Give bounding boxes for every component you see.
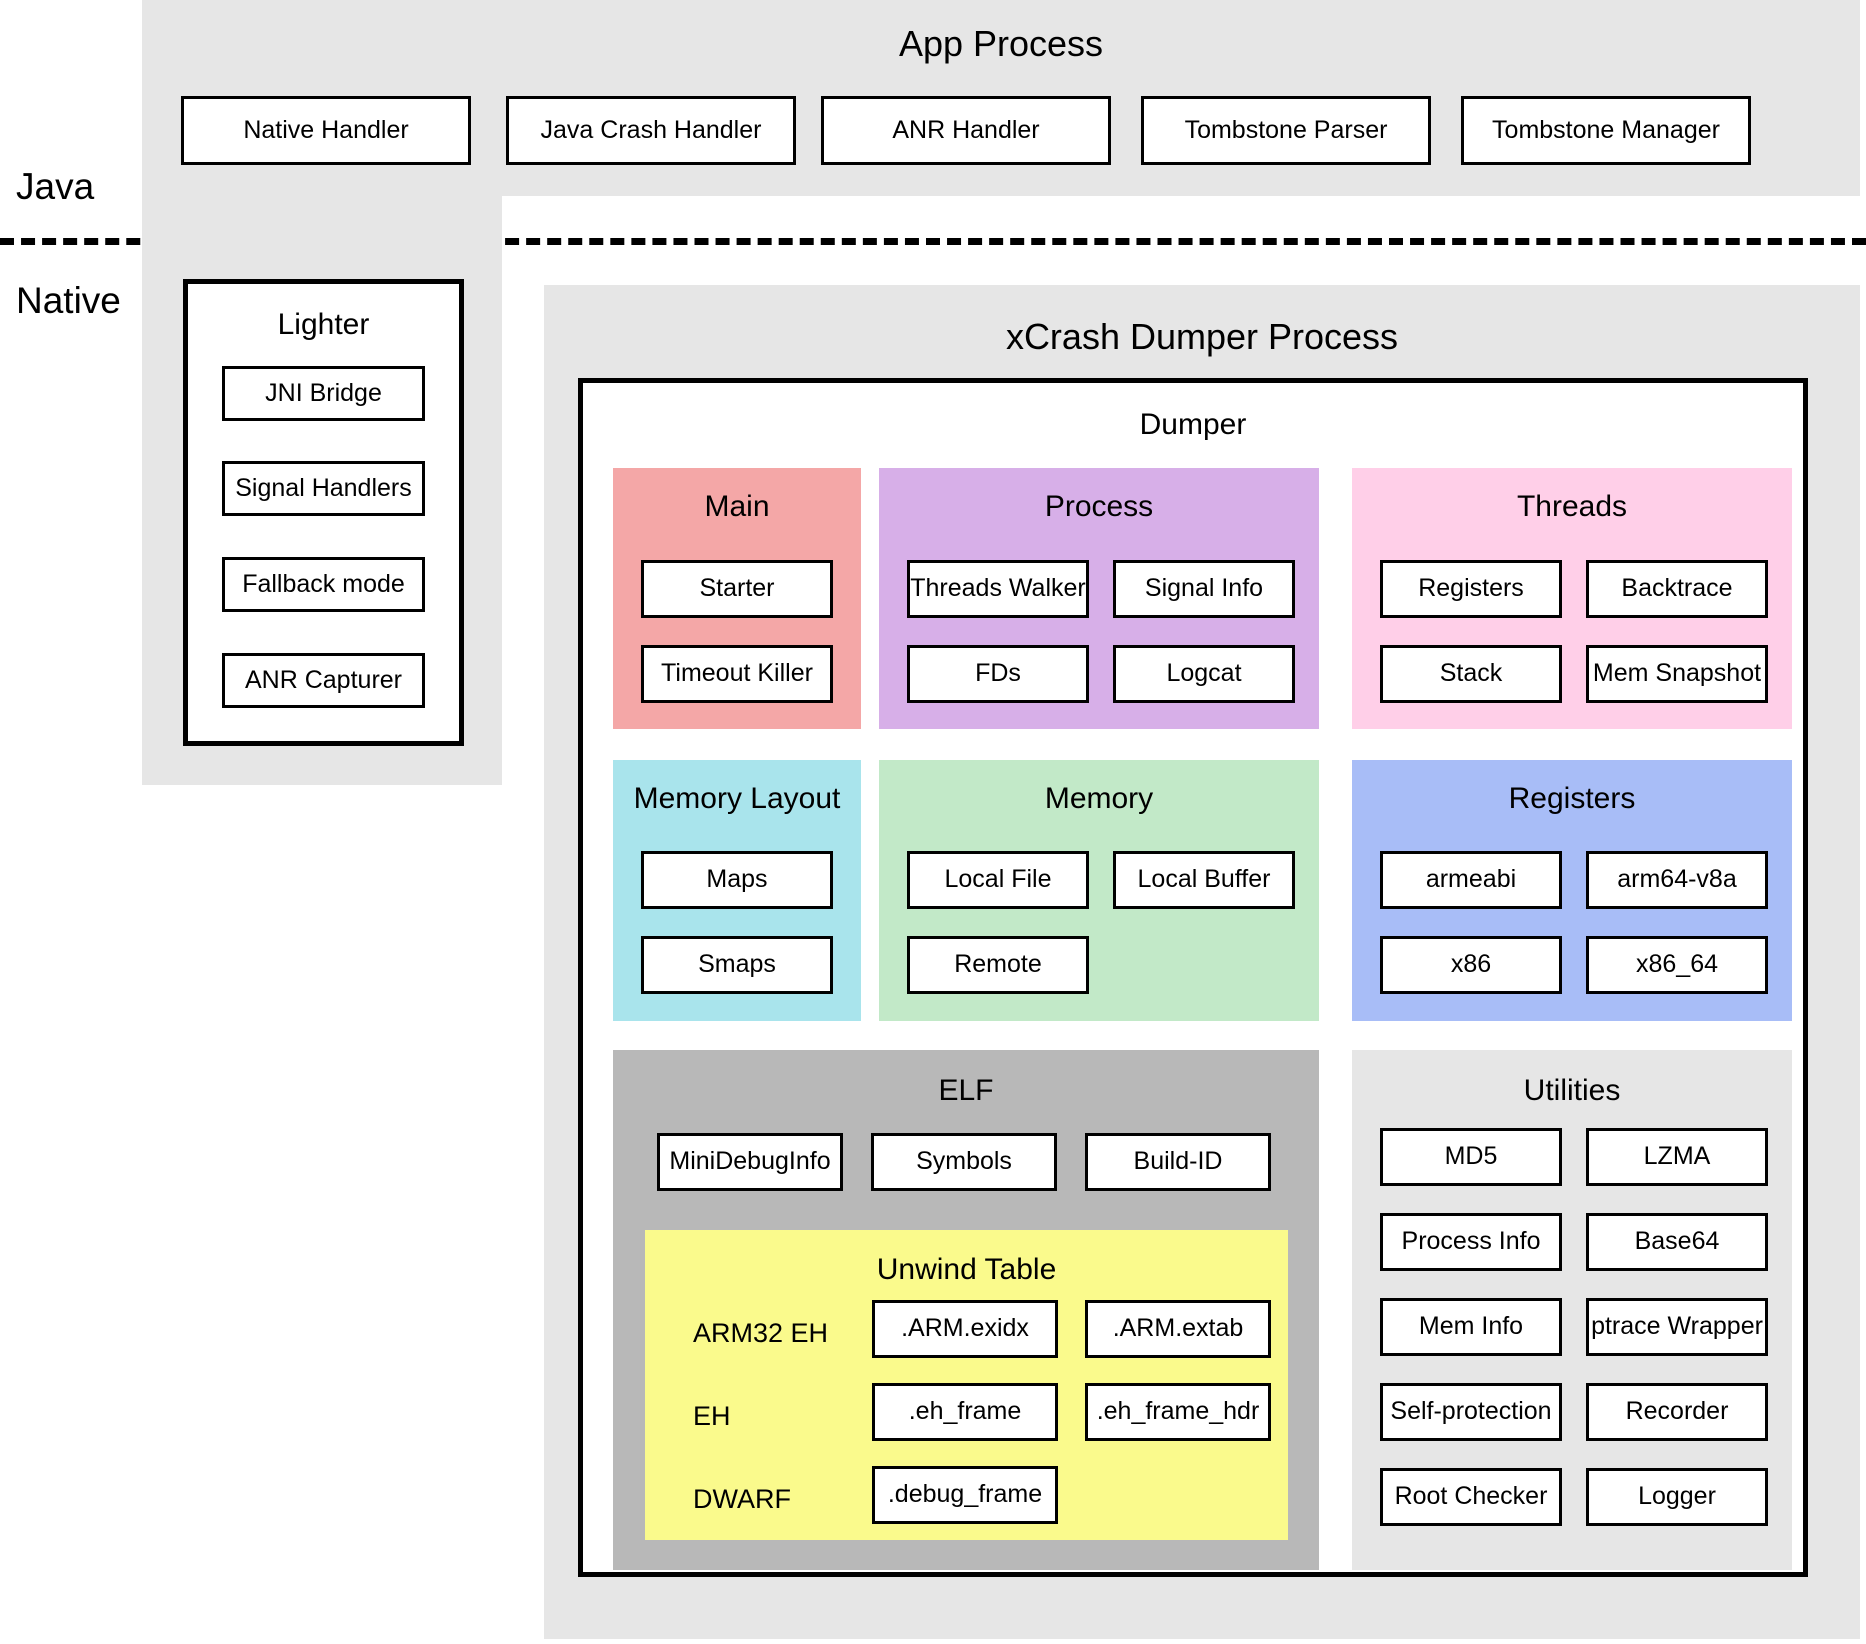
node-arm-extab[interactable]: .ARM.extab [1085, 1300, 1271, 1358]
node-signal-info[interactable]: Signal Info [1113, 560, 1295, 618]
node-build-id[interactable]: Build-ID [1085, 1133, 1271, 1191]
unwind-row-label-arm32-eh: ARM32 EH [693, 1318, 829, 1348]
node-smaps[interactable]: Smaps [641, 936, 833, 994]
node-starter[interactable]: Starter [641, 560, 833, 618]
node-arm64-v8a[interactable]: arm64-v8a [1586, 851, 1768, 909]
node-md5[interactable]: MD5 [1380, 1128, 1562, 1186]
group-threads-title: Threads [1516, 490, 1628, 523]
node-timeout-killer[interactable]: Timeout Killer [641, 645, 833, 703]
node-eh-frame-hdr[interactable]: .eh_frame_hdr [1085, 1383, 1271, 1441]
node-symbols[interactable]: Symbols [871, 1133, 1057, 1191]
node-root-checker[interactable]: Root Checker [1380, 1468, 1562, 1526]
unwind-row-label-dwarf: DWARF [693, 1484, 791, 1514]
node-fds[interactable]: FDs [907, 645, 1089, 703]
node-minidebuginfo[interactable]: MiniDebugInfo [657, 1133, 843, 1191]
node-arm-exidx[interactable]: .ARM.exidx [872, 1300, 1058, 1358]
node-local-buffer[interactable]: Local Buffer [1113, 851, 1295, 909]
node-x86[interactable]: x86 [1380, 936, 1562, 994]
node-logcat[interactable]: Logcat [1113, 645, 1295, 703]
node-anr-handler[interactable]: ANR Handler [821, 96, 1111, 165]
node-logger[interactable]: Logger [1586, 1468, 1768, 1526]
group-memory-layout-title: Memory Layout [633, 782, 841, 815]
layer-label-java: Java [16, 166, 95, 207]
group-unwind-table-title: Unwind Table [876, 1253, 1057, 1286]
node-threads-registers[interactable]: Registers [1380, 560, 1562, 618]
node-x86-64[interactable]: x86_64 [1586, 936, 1768, 994]
unwind-row-label-eh: EH [693, 1401, 731, 1431]
app-process-title: App Process [898, 23, 1104, 64]
node-maps[interactable]: Maps [641, 851, 833, 909]
node-tombstone-parser[interactable]: Tombstone Parser [1141, 96, 1431, 165]
layer-label-native: Native [16, 280, 121, 321]
node-anr-capturer[interactable]: ANR Capturer [222, 653, 425, 708]
node-threads-walker[interactable]: Threads Walker [907, 560, 1089, 618]
node-debug-frame[interactable]: .debug_frame [872, 1466, 1058, 1524]
node-native-handler[interactable]: Native Handler [181, 96, 471, 165]
group-process-title: Process [1044, 490, 1154, 523]
group-main-title: Main [704, 490, 770, 523]
node-backtrace[interactable]: Backtrace [1586, 560, 1768, 618]
node-local-file[interactable]: Local File [907, 851, 1089, 909]
dumper-title: Dumper [1139, 408, 1247, 441]
xcrash-dumper-process-title: xCrash Dumper Process [1005, 316, 1399, 357]
group-registers-title: Registers [1508, 782, 1636, 815]
node-jni-bridge[interactable]: JNI Bridge [222, 366, 425, 421]
java-native-divider [0, 238, 1866, 245]
node-ptrace-wrapper[interactable]: ptrace Wrapper [1586, 1298, 1768, 1356]
lighter-title: Lighter [277, 308, 370, 341]
node-recorder[interactable]: Recorder [1586, 1383, 1768, 1441]
group-elf-title: ELF [938, 1074, 994, 1107]
node-base64[interactable]: Base64 [1586, 1213, 1768, 1271]
node-process-info[interactable]: Process Info [1380, 1213, 1562, 1271]
node-remote[interactable]: Remote [907, 936, 1089, 994]
node-signal-handlers[interactable]: Signal Handlers [222, 461, 425, 516]
node-tombstone-manager[interactable]: Tombstone Manager [1461, 96, 1751, 165]
node-stack[interactable]: Stack [1380, 645, 1562, 703]
node-self-protection[interactable]: Self-protection [1380, 1383, 1562, 1441]
node-eh-frame[interactable]: .eh_frame [872, 1383, 1058, 1441]
node-lzma[interactable]: LZMA [1586, 1128, 1768, 1186]
node-fallback-mode[interactable]: Fallback mode [222, 557, 425, 612]
group-utilities-title: Utilities [1523, 1074, 1621, 1107]
node-java-crash-handler[interactable]: Java Crash Handler [506, 96, 796, 165]
node-armeabi[interactable]: armeabi [1380, 851, 1562, 909]
node-mem-snapshot[interactable]: Mem Snapshot [1586, 645, 1768, 703]
group-memory-title: Memory [1044, 782, 1154, 815]
node-mem-info[interactable]: Mem Info [1380, 1298, 1562, 1356]
